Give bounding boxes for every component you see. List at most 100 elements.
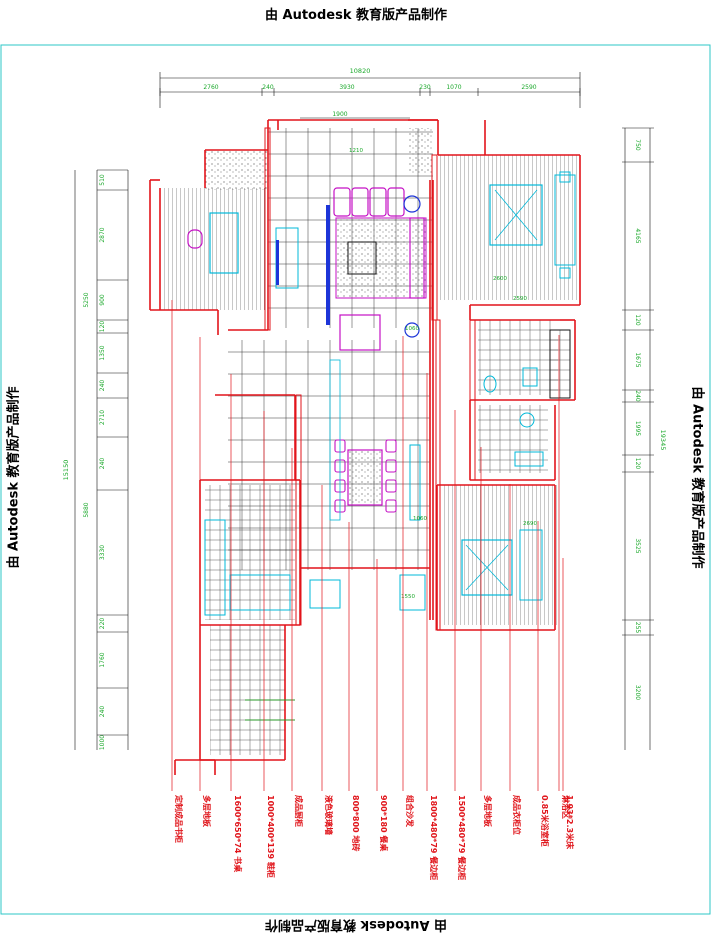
side-lamp [403,195,421,213]
legend-label: 成品衣柜位 [512,795,522,835]
dining-chair [385,439,397,453]
legend-label: 多层地板 [483,795,493,828]
dim-left-seg: 510 [99,174,106,186]
master-bedroom-floor [437,155,577,300]
dim-inner: 2600 [493,276,507,282]
dim-top-total: 10820 [350,67,371,75]
bed-cross [494,189,538,241]
wall-thick [435,319,441,631]
nightstand [559,267,571,279]
dim-left-seg: 3330 [99,545,106,560]
dining-table [347,449,383,506]
dining-chair [385,479,397,493]
shoe-cabinet-edge [276,240,279,285]
dim-right-total: 19345 [659,430,667,451]
dim-top-seg: 240 [262,84,274,91]
shower-area [549,329,571,399]
dim-inner: 1060 [405,326,419,332]
legend-label: 1500*480*79 餐边柜 [457,795,467,880]
sofa-area [335,217,427,299]
dim-top-seg: 3930 [339,84,354,91]
watermark-left: 由 Autodesk 教育版产品制作 [6,386,22,569]
kitchen-counter [204,519,226,616]
drawing-border [0,44,711,915]
coffee-table [347,241,377,275]
legend-label: 1.93*2.3米床 [565,795,575,850]
dim-inner: 1210 [349,148,363,154]
dim-inner: 1060 [413,516,427,522]
bathroom-2-floor [478,405,548,473]
dim-inner: 2590 [513,296,527,302]
bedroom-2-floor [437,485,557,625]
legend-label: 900*180 餐桌 [379,795,389,852]
bathroom-1-floor [478,320,558,395]
master-bed [489,184,543,246]
bathtub [514,451,544,467]
dim-right-seg: 4165 [634,228,641,243]
watermark-top: 由 Autodesk 教育版产品制作 [264,8,448,23]
dining-chair [385,499,397,513]
sofa-side [409,217,425,299]
dim-left-seg: 240 [99,458,106,470]
side-lamp [404,322,420,338]
sink [522,367,538,387]
kitchen-counter-l [229,574,291,611]
wardrobe-2 [519,529,543,601]
legend-label: 0.85米浴室柜 [540,795,550,847]
watermark-right: 由 Autodesk 教育版产品制作 [689,386,705,569]
nightstand [559,171,571,183]
dim-top-seg: 2760 [203,84,218,91]
dim-top-inner: 1900 [332,111,347,118]
legend-label: 定制成品书柜 [174,794,184,843]
wall-thick [469,319,476,481]
dim-right-seg: 3200 [634,685,641,700]
dim-top-seg: 2590 [521,84,536,91]
kitchen-balcony-floor [210,625,285,755]
dim-right-seg: 120 [634,314,641,326]
dim-top-seg: 230 [419,84,431,91]
dim-left-mid: 5250 [83,292,90,307]
kitchen-floor [205,485,295,620]
study-floor [160,188,265,310]
dim-right-seg: 240 [634,390,641,402]
study-desk [209,212,239,274]
armchair [339,314,381,351]
study-chair [187,229,203,249]
dim-right-seg: 3525 [634,538,641,553]
toilet [483,375,497,393]
dim-left-seg: 900 [99,294,106,306]
balcony-top-floor [408,128,433,173]
dim-inner: 2690 [523,521,537,527]
sideboard-long [329,359,341,521]
dim-left-seg: 2710 [99,410,106,425]
bed-2 [461,539,513,596]
wall-thick [431,154,438,321]
dim-left-seg: 2870 [99,227,106,242]
sofa-seat [369,187,387,217]
dim-top-seg: 1070 [446,84,461,91]
legend-label: 1000*400*139 鞋柜 [266,795,276,878]
dim-left-seg: 1760 [99,652,106,667]
dim-left-mid: 5880 [83,502,90,517]
dim-left-seg: 220 [99,618,106,630]
dim-left-seg: 1000 [99,735,106,750]
legend-label: 液色玻璃墙 [324,795,334,835]
wall-thick [264,127,271,331]
floor-plan [149,119,581,775]
dim-right-seg: 1675 [634,352,641,367]
dim-right-seg: 750 [634,139,641,151]
legend-label: 1800*480*79 餐边柜 [429,795,439,880]
dim-left-seg: 240 [99,706,106,718]
sofa-seat [351,187,369,217]
sofa-seat [333,187,351,217]
balcony-left-floor [205,150,267,190]
legend-label: 800*800 地砖 [351,795,361,851]
dim-left-seg: 240 [99,380,106,392]
watermark-bottom: 由 Autodesk 教育版产品制作 [264,917,448,932]
wall-thick [295,394,302,626]
fridge [309,579,341,609]
